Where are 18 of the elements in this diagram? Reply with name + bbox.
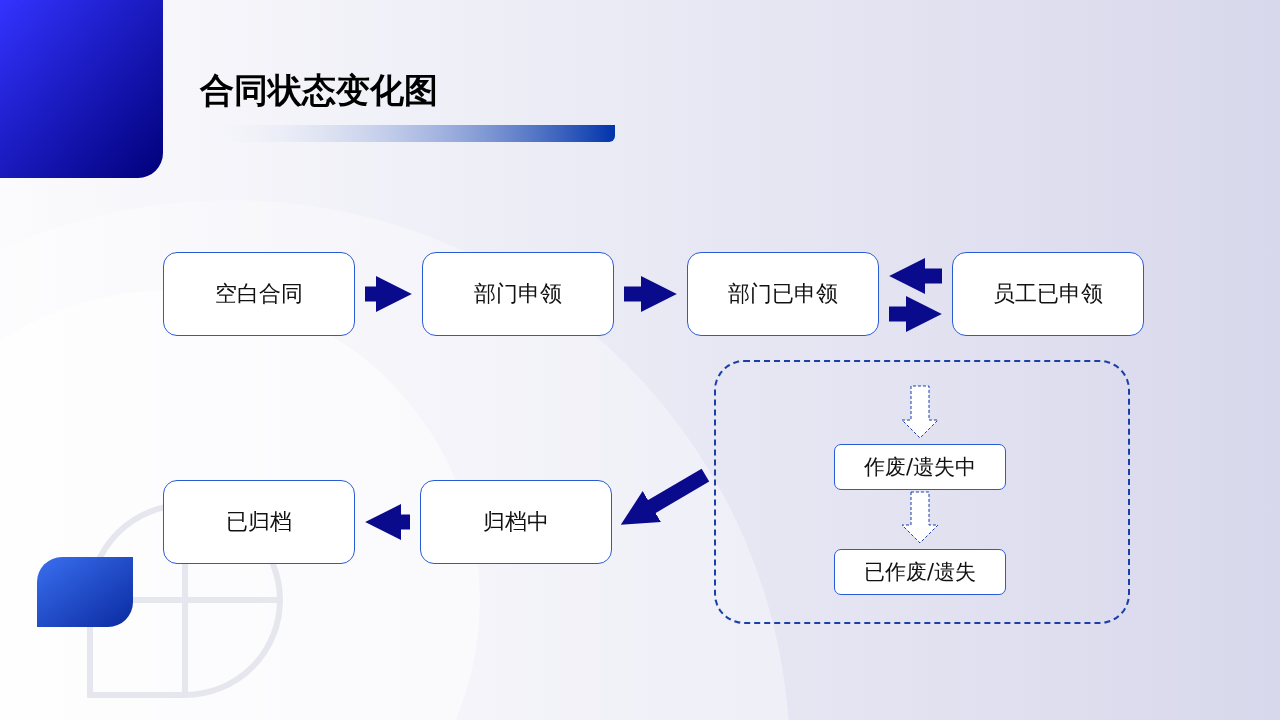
state-box: 部门已申领 (687, 252, 879, 336)
state-box: 已归档 (163, 480, 355, 564)
block-arrow (624, 276, 677, 312)
state-box: 空白合同 (163, 252, 355, 336)
state-box: 部门申领 (422, 252, 614, 336)
title: 合同状态变化图 (200, 69, 438, 112)
block-arrow (620, 468, 710, 525)
dashed-group-box (714, 360, 1130, 624)
state-box: 归档中 (420, 480, 612, 564)
hollow-arrow (901, 385, 939, 439)
block-arrow (365, 276, 412, 312)
state-box: 员工已申领 (952, 252, 1144, 336)
block-arrow (365, 504, 410, 540)
block-arrow (889, 296, 942, 332)
state-box: 已作废/遗失 (834, 549, 1006, 595)
state-box: 作废/遗失中 (834, 444, 1006, 490)
hollow-arrow (901, 491, 939, 544)
block-arrow (889, 258, 942, 294)
